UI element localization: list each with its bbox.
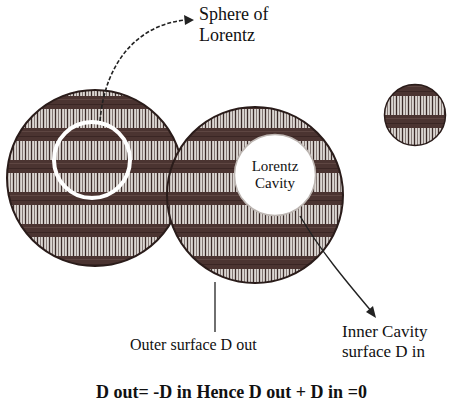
leader-line <box>214 282 215 332</box>
sphere-node: Sphere of Lorentz <box>195 2 457 152</box>
arrow-head <box>366 306 376 318</box>
dielectric-sphere <box>7 90 183 266</box>
equation: D out= -D in Hence D out + D in =0 <box>4 382 459 403</box>
lorentz-sphere <box>383 83 447 147</box>
node-text: Sphere of Lorentz <box>199 4 311 45</box>
arrow-head <box>184 15 194 25</box>
surface-label: Outer surface D out <box>130 336 330 354</box>
surface-label: Inner Cavity surface D in <box>342 322 460 361</box>
pointer-arrow <box>100 20 186 121</box>
dielectric-sphere <box>167 107 343 283</box>
pointer-arrow <box>300 216 372 312</box>
lorentz-sphere-outline <box>54 122 130 198</box>
node-text: Lorentz Cavity <box>235 158 315 193</box>
cavity-node: Lorentz Cavity <box>233 133 317 217</box>
